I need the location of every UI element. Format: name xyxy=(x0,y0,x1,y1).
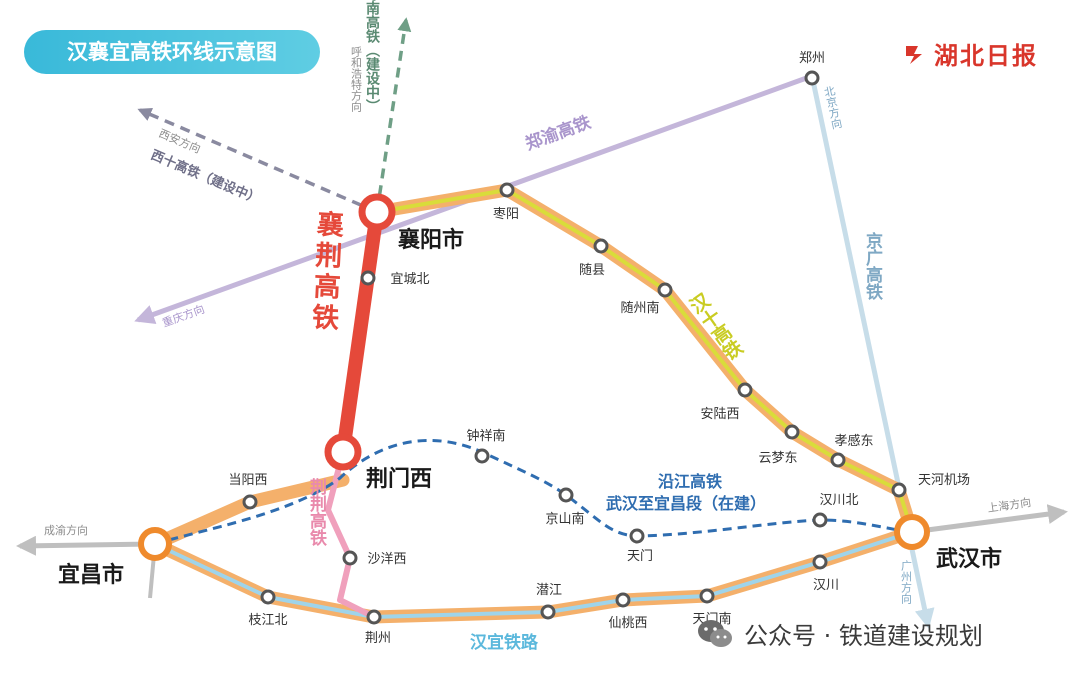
label-zhengzhou: 郑州 xyxy=(799,51,825,66)
station-zhengzhou xyxy=(804,70,820,86)
watermark-text: 公众号 · 铁道建设规划 xyxy=(744,622,983,650)
station-hanchuan xyxy=(812,554,828,570)
label-hanchuan: 汉川 xyxy=(813,578,839,593)
hub-wuhan xyxy=(894,514,930,550)
dir-guangzhou: 广州方向 xyxy=(900,560,913,604)
newspaper-logo-text: 湖北日报 xyxy=(934,42,1038,70)
map-title: 汉襄宜高铁环线示意图 xyxy=(24,30,320,74)
label-yunmengdong: 云梦东 xyxy=(758,451,797,466)
station-anluxi xyxy=(737,382,753,398)
station-zaoyang xyxy=(499,182,515,198)
city-xiangyang: 襄阳市 xyxy=(397,227,464,253)
station-tianmen xyxy=(629,528,645,544)
label-qianjiang: 潜江 xyxy=(536,583,562,598)
line-label-yanjiang-2: 武汉至宜昌段（在建） xyxy=(606,494,766,513)
station-shayangxi xyxy=(342,550,358,566)
station-yichengbei xyxy=(360,270,376,286)
label-suixian: 随县 xyxy=(579,263,605,278)
station-qianjiang xyxy=(540,604,556,620)
station-jingshannan xyxy=(558,487,574,503)
line-label-zhengyu: 郑渝高铁 xyxy=(523,112,594,155)
wechat-icon xyxy=(698,619,732,647)
city-wuhan: 武汉市 xyxy=(936,546,1002,572)
station-zhongxiangnan xyxy=(474,448,490,464)
yanjiang-line xyxy=(154,438,913,546)
hub-xiangyang xyxy=(358,193,396,231)
newspaper-logo: 湖北日报 xyxy=(904,36,1038,71)
xishi-line xyxy=(137,107,378,214)
huhe-line xyxy=(375,17,412,213)
station-dangyangxi xyxy=(242,494,258,510)
stations xyxy=(242,70,907,625)
station-zhijiangbei xyxy=(260,589,276,605)
chengyu-direction-line xyxy=(16,535,156,556)
station-hanchuanbei xyxy=(812,512,828,528)
hanyi-line xyxy=(154,530,913,619)
dir-shanghai: 上海方向 xyxy=(986,495,1032,515)
label-anluxi: 安陆西 xyxy=(700,406,739,422)
line-label-yanjiang-1: 沿江高铁 xyxy=(658,472,722,491)
hub-jingmen xyxy=(324,433,362,471)
label-zhongxiangnan: 钟祥南 xyxy=(466,428,505,444)
label-jingzhou: 荆州 xyxy=(365,630,391,646)
label-jingshannan: 京山南 xyxy=(545,511,584,527)
label-suizhounan: 随州南 xyxy=(620,300,659,316)
label-yichengbei: 宜城北 xyxy=(390,272,429,287)
city-jingmen: 荆门西 xyxy=(366,466,432,492)
line-label-jingguang: 京广高铁 xyxy=(862,231,883,301)
xiangjing-line xyxy=(336,211,384,453)
dir-chengyu: 成渝方向 xyxy=(44,523,88,537)
newspaper-logo-icon xyxy=(906,45,922,64)
label-dangyangxi: 当阳西 xyxy=(228,473,267,488)
line-label-jingjing: 荆荆高铁 xyxy=(306,477,327,547)
line-label-hanyi: 汉宜铁路 xyxy=(470,632,539,653)
label-tianhe: 天河机场 xyxy=(918,473,970,488)
label-xiaogandong: 孝感东 xyxy=(834,433,873,449)
label-zaoyang: 枣阳 xyxy=(493,207,519,222)
shanghai-direction-line xyxy=(911,504,1068,535)
station-jingzhou xyxy=(366,609,382,625)
label-tianmen: 天门 xyxy=(627,549,653,564)
dir-beijing: 北京方向 xyxy=(822,84,844,130)
label-xiantaoxi: 仙桃西 xyxy=(608,616,647,631)
hub-yichang xyxy=(138,527,172,561)
station-yunmengdong xyxy=(784,424,800,440)
dir-huhehaote: 呼和浩特方向 xyxy=(350,46,363,112)
label-zhijiangbei: 枝江北 xyxy=(248,613,287,628)
station-tianmennan xyxy=(699,588,715,604)
line-label-huhe: 呼南高铁（建设中） xyxy=(364,0,381,113)
label-shayangxi: 沙洋西 xyxy=(367,552,406,567)
station-tianhe xyxy=(891,482,907,498)
station-xiaogandong xyxy=(830,452,846,468)
line-label-xiangjing: 襄荆高铁 xyxy=(306,208,345,335)
wechat-watermark: 公众号 · 铁道建设规划 xyxy=(696,616,983,651)
label-hanchuanbei: 汉川北 xyxy=(819,493,858,508)
station-suixian xyxy=(593,238,609,254)
city-yichang: 宜昌市 xyxy=(58,562,124,588)
station-suizhounan xyxy=(657,282,673,298)
station-xiantaoxi xyxy=(615,592,631,608)
